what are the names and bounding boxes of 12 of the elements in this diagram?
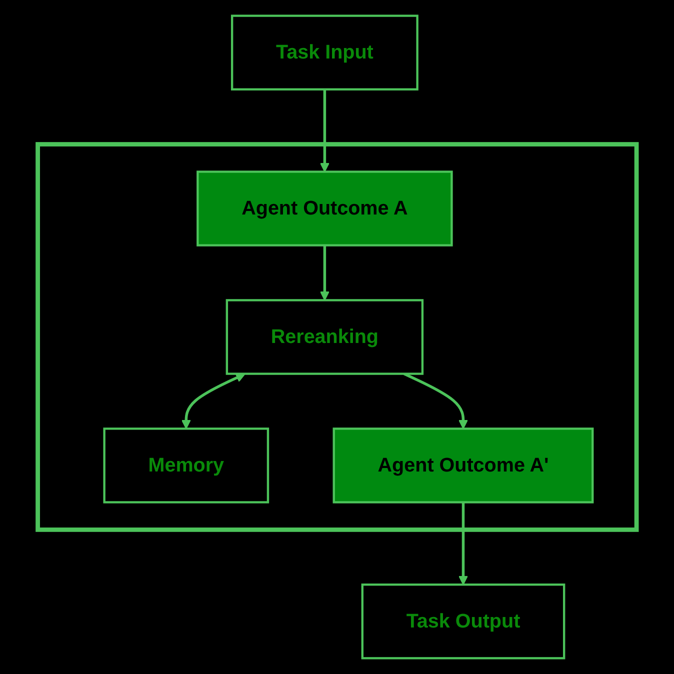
node-box: Agent Outcome A' bbox=[332, 428, 594, 504]
node-box: Rereanking bbox=[226, 299, 424, 375]
cluster bbox=[35, 142, 639, 532]
arrow bbox=[181, 373, 246, 430]
arrow bbox=[403, 372, 468, 430]
node-box: Task Output bbox=[361, 584, 566, 660]
node-box: Task Input bbox=[230, 14, 418, 90]
node-box: Memory bbox=[103, 428, 269, 504]
arrow bbox=[320, 89, 330, 172]
arrow bbox=[458, 502, 468, 586]
arrow bbox=[320, 245, 330, 301]
node-box: Agent Outcome A bbox=[196, 170, 453, 246]
